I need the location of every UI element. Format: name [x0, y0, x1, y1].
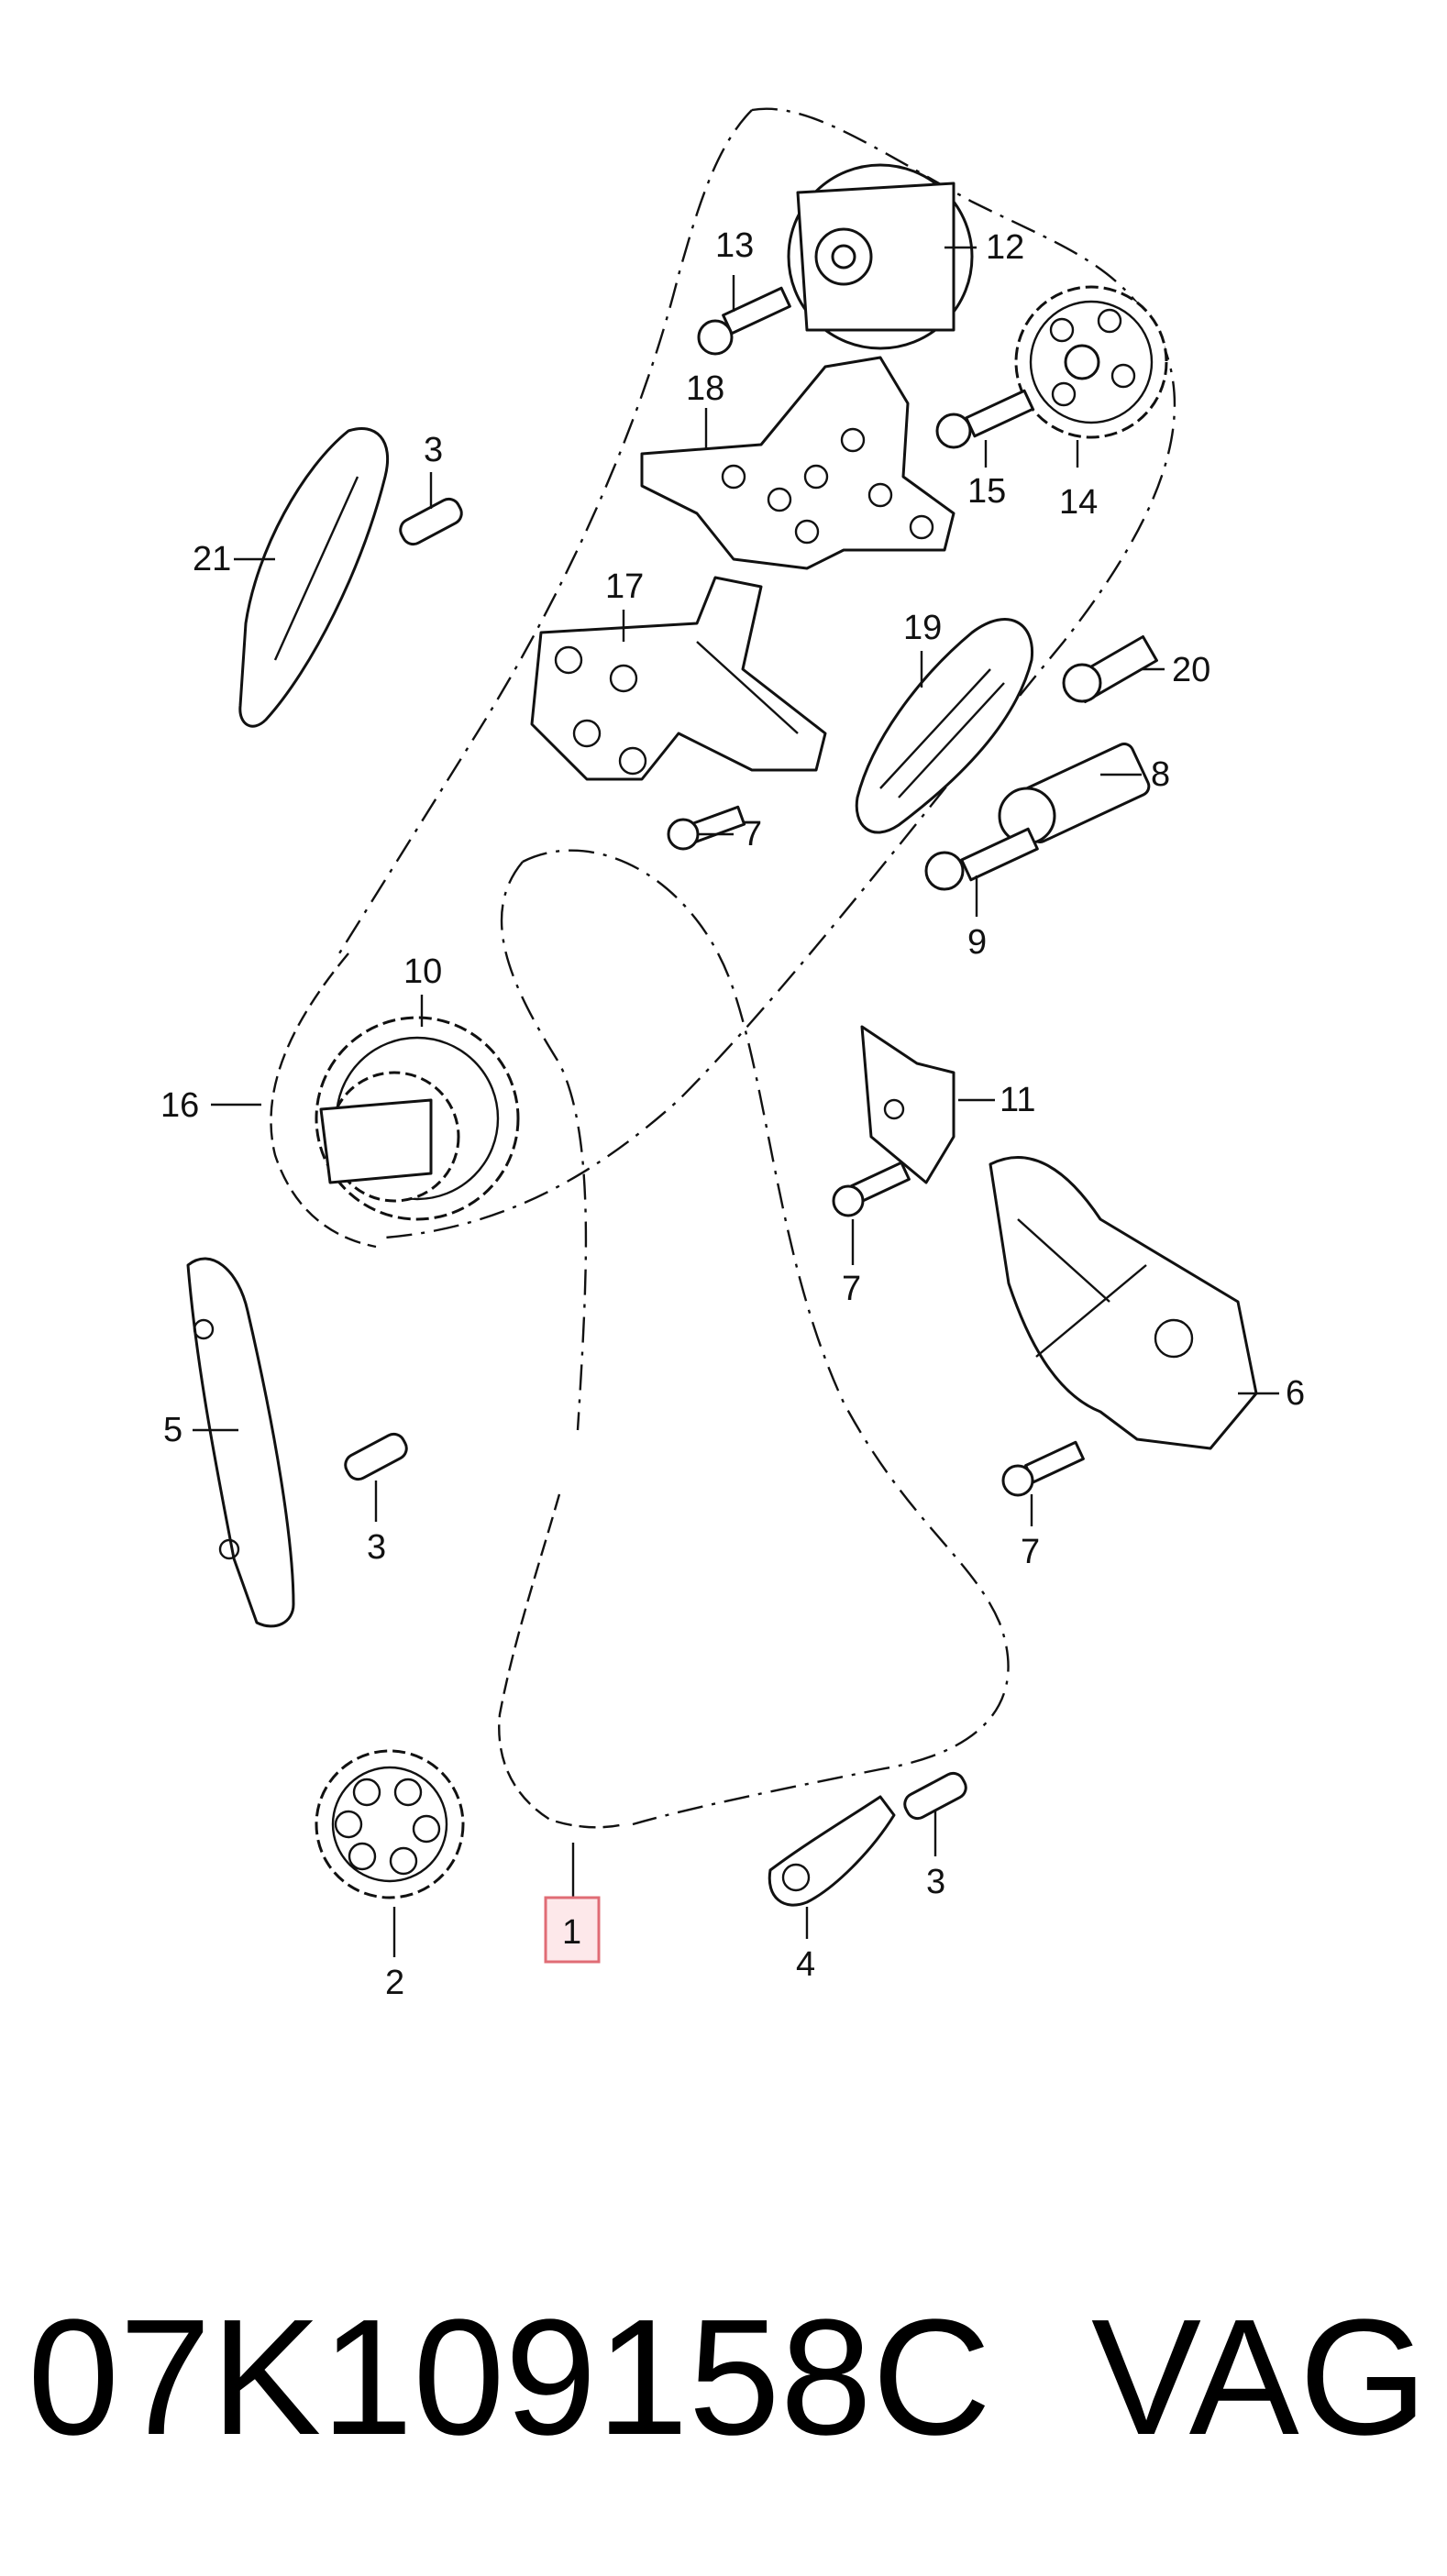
callout-10: 10 [403, 952, 442, 991]
callout-12: 12 [986, 228, 1024, 267]
callout-14: 14 [1059, 483, 1098, 522]
callout-1: 1 [562, 1913, 581, 1952]
bolt-9 [924, 827, 1039, 891]
callout-7-lower: 7 [1021, 1533, 1040, 1571]
crankshaft-sprocket-2 [315, 1749, 465, 1899]
leader-lines [193, 246, 1279, 1957]
callout-3-middle: 3 [367, 1528, 386, 1567]
callout-18: 18 [686, 369, 724, 408]
callout-2: 2 [385, 1964, 404, 2002]
callout-20: 20 [1172, 651, 1210, 689]
upper-chain-route-left [337, 109, 753, 954]
valve-20 [1062, 635, 1158, 703]
bolt-7-upper [667, 805, 746, 851]
camshaft-sprocket-14 [1014, 285, 1168, 439]
part-number: 07K109158C [28, 2285, 991, 2470]
callout-4: 4 [796, 1945, 815, 1984]
callout-11: 11 [1000, 1081, 1035, 1119]
camshaft-adjuster-12 [787, 163, 974, 350]
bolt-7-middle [832, 1161, 911, 1217]
bolt-7-lower [1001, 1440, 1085, 1497]
callout-17: 17 [605, 567, 644, 606]
guide-rail-21 [238, 426, 390, 728]
callout-7-middle: 7 [842, 1270, 861, 1308]
pin-3-lower [903, 1771, 967, 1821]
tensioner-rail-19 [855, 618, 1034, 834]
chain-tensioner-8 [998, 743, 1151, 845]
callout-9: 9 [967, 923, 987, 962]
callout-3-lower: 3 [926, 1863, 945, 1901]
lower-chain-route-right [522, 849, 1010, 1826]
bolt-15 [935, 389, 1034, 449]
chain-16 [270, 952, 377, 1249]
callout-7-upper: 7 [743, 815, 762, 853]
upper-chain-route [384, 107, 1176, 1239]
double-sprocket-10 [315, 1016, 520, 1221]
bolt-13 [697, 286, 791, 356]
guide-rail-5 [186, 1257, 295, 1628]
callout-3-upper: 3 [424, 431, 443, 469]
callout-15: 15 [967, 472, 1006, 511]
brand-label: VAG [1091, 2285, 1428, 2470]
chain-1 [498, 1493, 624, 1829]
guide-piece-4 [768, 1795, 896, 1907]
tensioner-guide-6 [989, 1156, 1258, 1450]
callout-13: 13 [715, 226, 754, 265]
callout-19: 19 [903, 609, 942, 647]
gasket-plate-18 [640, 356, 955, 570]
callout-21: 21 [193, 540, 231, 578]
callout-8: 8 [1151, 755, 1170, 794]
bracket-11 [860, 1025, 955, 1184]
callout-16: 16 [160, 1086, 199, 1125]
pin-3-middle [344, 1432, 408, 1481]
callout-6: 6 [1286, 1374, 1305, 1413]
pin-3-upper [399, 497, 463, 546]
lower-chain-route [500, 861, 588, 1431]
callout-5: 5 [163, 1411, 182, 1449]
callout-1-highlight [544, 1896, 601, 1964]
bracket-17 [530, 576, 827, 781]
